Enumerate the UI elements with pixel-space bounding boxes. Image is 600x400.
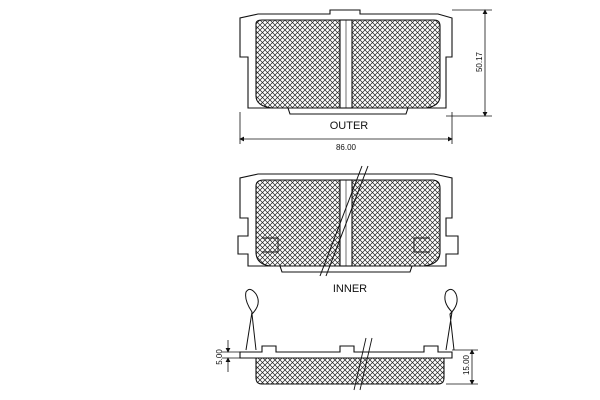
side-view bbox=[239, 288, 458, 391]
outer-friction-material bbox=[255, 19, 341, 109]
backplate-thickness-dimension bbox=[222, 340, 246, 372]
height-dimension bbox=[446, 9, 492, 117]
total-thickness-value: 15.00 bbox=[462, 354, 471, 375]
left-retaining-clip bbox=[245, 288, 259, 351]
inner-pad-view bbox=[237, 165, 459, 277]
height-dimension-value: 50.17 bbox=[475, 51, 484, 72]
outer-pad-view bbox=[239, 9, 453, 115]
side-friction-material bbox=[255, 357, 445, 385]
inner-right-wear-indicator bbox=[413, 237, 430, 253]
inner-label: INNER bbox=[333, 283, 367, 295]
right-retaining-clip bbox=[444, 288, 458, 351]
inner-break-line-1 bbox=[319, 165, 363, 277]
inner-friction-material bbox=[255, 179, 341, 267]
width-dimension-value: 86.00 bbox=[336, 143, 357, 152]
backplate-thickness-value: 5.00 bbox=[215, 349, 224, 365]
inner-break-line-2 bbox=[325, 165, 369, 277]
inner-friction-material-right bbox=[351, 179, 441, 267]
outer-friction-material-right bbox=[351, 19, 441, 109]
outer-label: OUTER bbox=[330, 120, 369, 132]
total-thickness-dimension bbox=[446, 349, 478, 385]
inner-left-wear-indicator bbox=[262, 237, 279, 253]
width-dimension bbox=[239, 112, 453, 144]
side-backing-plate bbox=[239, 345, 453, 359]
